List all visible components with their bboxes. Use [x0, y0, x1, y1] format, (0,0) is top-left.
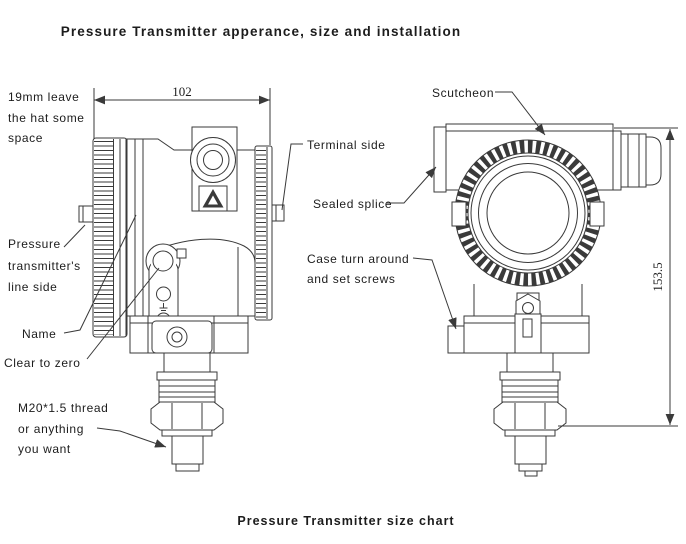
- turnaround-block: [447, 325, 465, 354]
- thread-stub: [171, 435, 204, 465]
- height-dimension: 153.5: [558, 127, 678, 427]
- end-plate: [433, 126, 447, 193]
- leader-lines: [63, 91, 546, 448]
- ring-tab-left: [451, 201, 467, 227]
- conduit-tab-right: [271, 204, 285, 222]
- width-dimension: 102: [93, 84, 271, 145]
- hex-nut: [150, 401, 224, 431]
- callout-labels: 19mm leave the hat some space Pressure t…: [4, 86, 494, 456]
- sight-glass: [478, 163, 578, 263]
- hex-nut: [493, 401, 567, 431]
- page-title: Pressure Transmitter apperance, size and…: [61, 24, 461, 39]
- transmitter-front-view: 153.5: [433, 123, 678, 477]
- display-knob: [190, 126, 238, 212]
- base-block-front-view: [447, 313, 590, 354]
- bezel-ring: [451, 139, 605, 287]
- base-block-left-view: [129, 315, 249, 354]
- label-thread-line3: you want: [18, 442, 71, 456]
- sealed-splice-leader: [387, 166, 437, 204]
- thread-stub: [514, 435, 547, 465]
- scutcheon-leader: [495, 91, 546, 136]
- height-dimension-value: 153.5: [650, 262, 665, 291]
- cable-gland: [612, 130, 662, 191]
- label-hat-space-line2: the hat some: [8, 111, 85, 125]
- label-clear-to-zero: Clear to zero: [4, 356, 81, 370]
- name-tag: [145, 243, 187, 333]
- label-thread-line1: M20*1.5 thread: [18, 401, 108, 415]
- label-scutcheon: Scutcheon: [432, 86, 494, 100]
- zero-adjust-hole: [152, 250, 174, 272]
- label-sealed-splice: Sealed splice: [313, 197, 392, 211]
- clear-to-zero-leader: [86, 267, 160, 360]
- knurled-cap-left: [78, 137, 128, 338]
- label-hat-space-line1: 19mm leave: [8, 90, 79, 104]
- label-case-turn-line1: Case turn around: [307, 252, 409, 266]
- conduit-tab-left: [78, 205, 94, 223]
- case-turn-leader: [412, 257, 457, 330]
- label-line-side-line3: line side: [8, 280, 57, 294]
- name-leader: [63, 214, 137, 334]
- knurled-cap-right: [254, 145, 285, 321]
- width-dimension-value: 102: [172, 84, 192, 99]
- label-line-side-line1: Pressure: [8, 237, 61, 251]
- label-name: Name: [22, 327, 56, 341]
- label-terminal-side: Terminal side: [307, 138, 386, 152]
- label-case-turn-line2: and set screws: [307, 272, 395, 286]
- line-side-leader: [63, 224, 86, 248]
- thread-leader: [96, 427, 167, 448]
- label-thread-line2: or anything: [18, 422, 84, 436]
- casting-shoulder: [147, 238, 256, 264]
- process-connection-left-view: [150, 352, 224, 472]
- label-hat-space-line3: space: [8, 131, 43, 145]
- process-connection-front-view: [493, 352, 567, 477]
- ring-tab-right: [589, 201, 605, 227]
- ground-symbol: [159, 303, 168, 314]
- terminal-side-leader: [281, 143, 303, 211]
- page-caption: Pressure Transmitter size chart: [237, 514, 454, 528]
- transmitter-side-view: 102: [78, 84, 285, 472]
- label-line-side-line2: transmitter's: [8, 259, 81, 273]
